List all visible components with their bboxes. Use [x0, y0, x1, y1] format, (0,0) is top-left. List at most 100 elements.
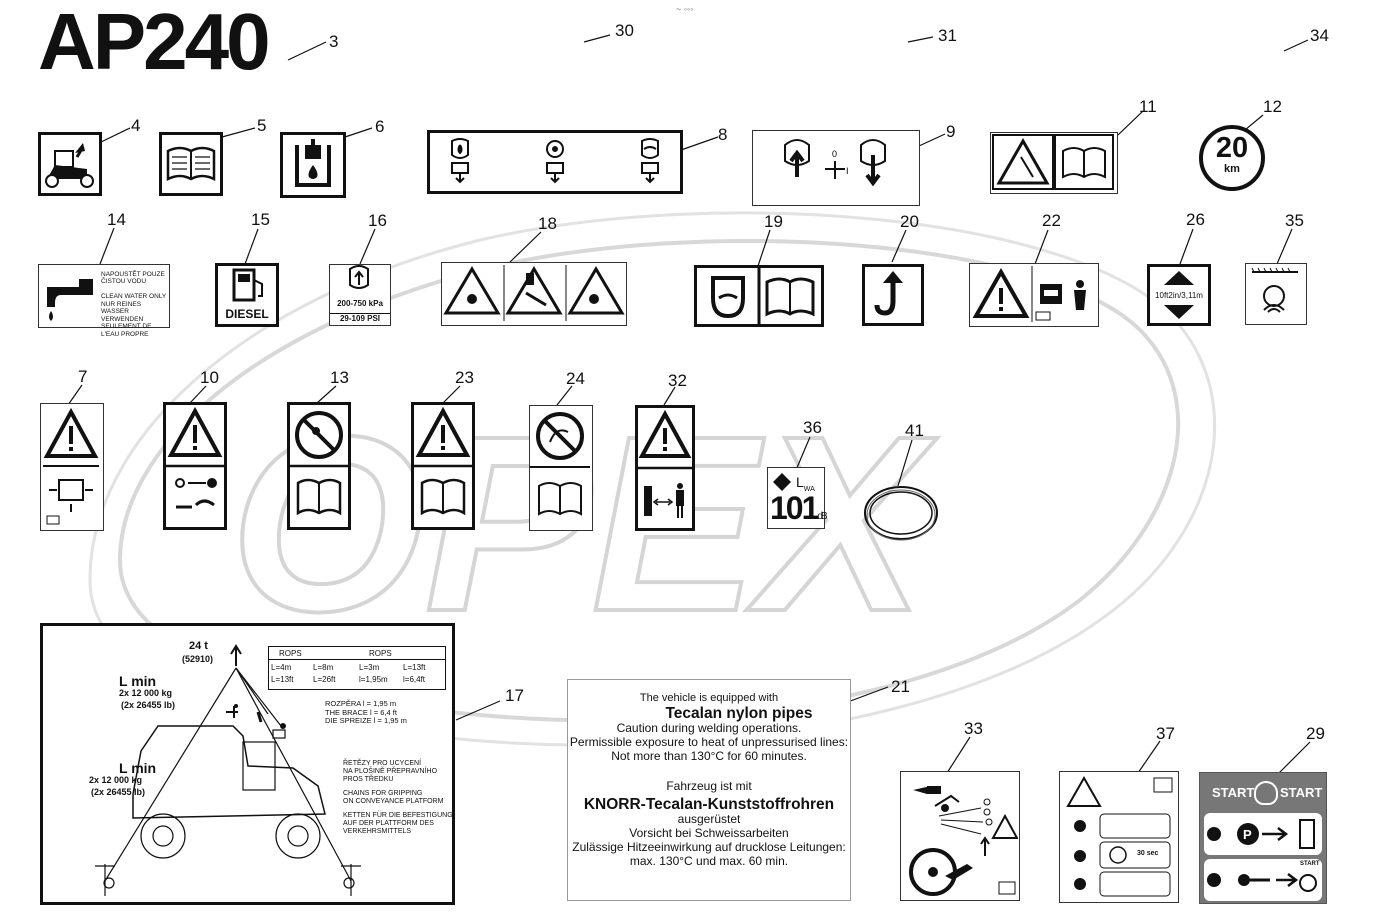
warning-key-icons [166, 406, 224, 509]
lwa-label: LWA [796, 474, 815, 493]
callout-32: 32 [668, 371, 687, 390]
callout-20: 20 [900, 212, 919, 231]
callout-7: 7 [78, 367, 88, 386]
warning-person-icons [638, 409, 692, 518]
decal-height: 10ft2in/3,11m [1147, 264, 1211, 326]
callout-29: 29 [1306, 724, 1325, 743]
chains-line-6: ON CONVEYANCE PLATFORM [343, 798, 444, 806]
decal-lifting-instructions: 24 t (52910) L min 2x 12 000 kg (2x 2645… [40, 623, 455, 905]
prohibition-manual-icons [290, 411, 348, 516]
svg-text:P: P [1243, 827, 1252, 842]
book-icon [166, 146, 216, 182]
chains-line-8: KETTEN FÜR DIE BEFESTIGUNG [343, 812, 453, 820]
decal-rollover [38, 132, 102, 196]
chains-line-5: CHAINS FOR GRIPPING [343, 790, 423, 798]
callout-23: 23 [455, 368, 474, 387]
lifting-diagram [95, 644, 361, 896]
nylon-line-6: Fahrzeug ist mit [666, 778, 752, 793]
chains-line-2: NA PLOŠINĚ PŘEPRAVNÍHO [343, 768, 438, 776]
decal-crush-hazard [441, 262, 627, 326]
lever-one-label: I [846, 166, 849, 176]
callout-9: 9 [946, 122, 956, 141]
callout-30: 30 [615, 21, 634, 40]
speed-unit: km [1224, 163, 1240, 175]
decal-speed-limit: 20 km [1199, 125, 1265, 191]
decal-fan-warning [40, 403, 104, 531]
decal-noise-level: LWA 101dB [767, 467, 828, 529]
roller-tip-icon [45, 143, 94, 188]
nylon-line-5: Not more than 130°C for 60 minutes. [611, 749, 807, 764]
fuel-pump-icon [232, 268, 263, 302]
decal-start-switch: START START P START [1199, 772, 1327, 904]
nylon-line-10: Zulässige Hitzeeinwirkung auf drucklose … [572, 840, 846, 855]
callout-35: 35 [1285, 211, 1304, 230]
water-text-en: CLEAN WATER ONLY [101, 293, 167, 301]
lift-load: 24 t [189, 640, 208, 652]
chains-line-3: PROS TŘEDKU [343, 776, 394, 784]
rops-right-label: ROPS [369, 649, 392, 658]
nylon-line-8: ausgerüstet [677, 812, 741, 827]
rops-left-label: ROPS [279, 649, 302, 658]
callout-14: 14 [107, 210, 126, 229]
lift-weight-bottom: 2x 12 000 kg [89, 775, 143, 785]
rops-cell-8: l=6,4ft [403, 675, 426, 684]
top-mark: ~ ◦◦◦ [676, 4, 694, 14]
sound-icon [773, 473, 791, 491]
callout-8: 8 [718, 125, 728, 144]
noise-value: 101dB [770, 492, 828, 524]
callout-19: 19 [764, 212, 783, 231]
nylon-line-1: The vehicle is equipped with [639, 692, 779, 704]
lift-weight-lb-bottom: (2x 26455 lb) [91, 787, 146, 797]
decal-lifting-hook [862, 264, 924, 326]
chains-line-10: VERKEHRSMITTELS [343, 828, 412, 836]
start-step-2-panel: START [1204, 859, 1322, 901]
callout-31: 31 [938, 26, 957, 45]
diesel-label: DIESEL [225, 307, 269, 321]
rops-cell-1: L=4m [271, 663, 292, 672]
callout-13: 13 [330, 368, 349, 387]
decal-read-manual [159, 132, 223, 196]
rops-cell-7: l=1,95m [359, 675, 388, 684]
rops-cell-3: L=3m [359, 663, 380, 672]
tie-down-icon [1251, 267, 1298, 313]
brace-de: DIE SPREIZE l = 1,95 m [325, 716, 407, 726]
lever-zero-label: 0 [832, 149, 837, 159]
start-left: START [1212, 785, 1255, 800]
rops-table: ROPS ROPS L=4m L=8m L=3m L=13ft L=26ft l… [268, 646, 446, 690]
callout-15: 15 [251, 210, 270, 229]
nylon-line-3: Caution during welding operations. [616, 721, 802, 736]
decal-hydraulic [280, 132, 346, 198]
chains-line-9: AUF DER PLATTFORM DES [343, 820, 434, 828]
callout-4: 4 [131, 116, 141, 135]
speed-value: 20 [1215, 132, 1249, 164]
pressure-psi: 29-109 PSI [330, 313, 390, 323]
noise-unit: dB [817, 511, 827, 522]
callout-5: 5 [257, 116, 267, 135]
lwa-sub: WA [803, 485, 815, 493]
decal-steering [900, 771, 1020, 901]
water-text-fr: SEULEMENT DE L'EAU PROPRE [101, 323, 152, 338]
crush-hazard-icons [443, 265, 625, 321]
pressure-gauge-icon [349, 265, 369, 289]
decal-service-points [427, 130, 683, 194]
decal-clean-water: NAPOUSTĚT POUZE ČISTOU VODU CLEAN WATER … [38, 264, 170, 338]
lever-direction-icon: 0 I [784, 139, 886, 187]
hydraulic-oil-icon [295, 139, 331, 187]
decal-start-procedure: 30 sec [1059, 771, 1179, 903]
decal-shutdown-maintenance [163, 402, 227, 530]
callout-17: 17 [505, 686, 524, 705]
key-start-icons [1207, 873, 1317, 892]
start-procedure-icons [1066, 775, 1173, 897]
lift-load-lb: (52910) [182, 654, 214, 664]
water-text-cz: NAPOUSTĚT POUZE ČISTOU VODU [101, 271, 165, 286]
callout-3: 3 [329, 32, 339, 51]
chains-text: ŘETĚZY PRO UCYCENÍ NA PLOŠINĚ PŘEPRAVNÍH… [343, 760, 453, 836]
decal-tyre-pressure: 200-750 kPa 29-109 PSI [329, 264, 391, 326]
nylon-line-4: Permissible exposure to heat of unpressu… [569, 735, 849, 750]
callout-11: 11 [1139, 97, 1157, 116]
decal-keep-distance [969, 263, 1099, 327]
chains-line-1: ŘETĚZY PRO UCYCENÍ [343, 760, 422, 767]
lwa-l: L [796, 474, 804, 490]
callout-12: 12 [1263, 97, 1282, 116]
decal-safe-distance [635, 405, 695, 531]
